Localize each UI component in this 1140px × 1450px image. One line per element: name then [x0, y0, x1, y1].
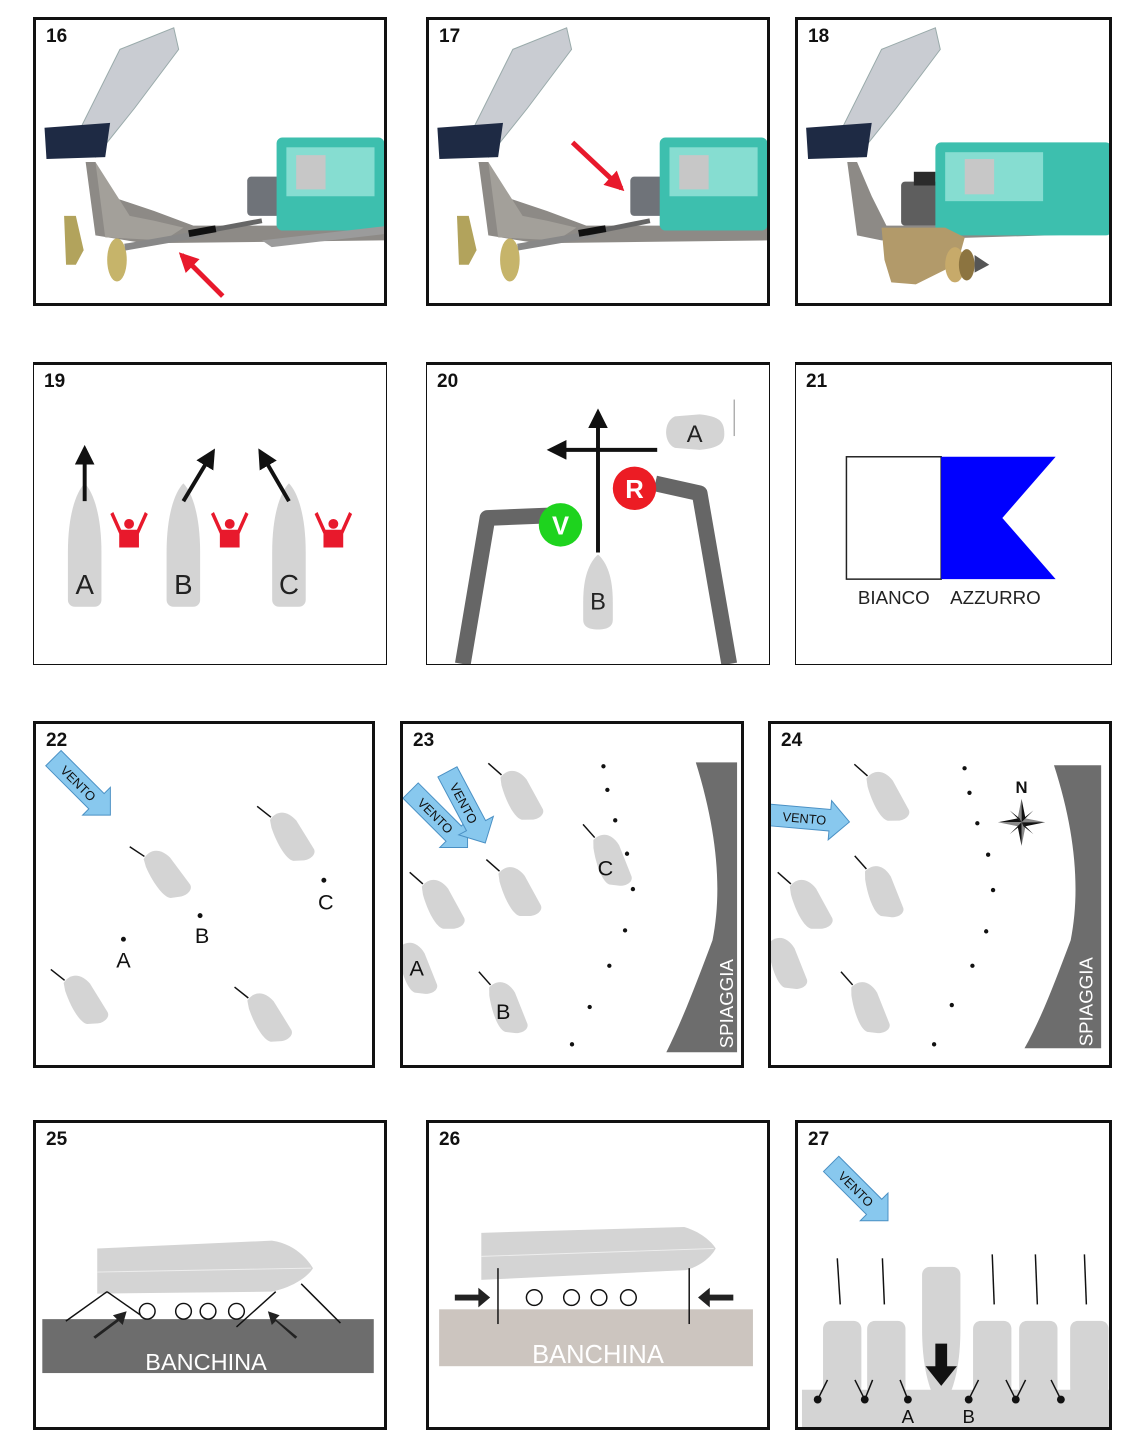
panel-number: 20: [437, 371, 458, 393]
panel-25: 25 BANCHINA: [33, 1120, 387, 1430]
beach-label: SPIAGGIA: [716, 959, 737, 1049]
boat-label: A: [75, 569, 94, 600]
anchored-boat: [771, 919, 809, 995]
flag-blue-half: [941, 457, 1055, 579]
panel-16: 16: [33, 17, 387, 306]
anchorage-diagram: VENTO A B C: [36, 724, 372, 1065]
panel-20: 20 A B V R: [426, 362, 770, 665]
panel-number: 21: [806, 371, 827, 393]
flag-white-half: [846, 457, 941, 579]
panel-number: 19: [44, 371, 65, 393]
wind-arrow: VENTO: [771, 795, 851, 841]
green-light-label: V: [552, 513, 569, 541]
beach-label: SPIAGGIA: [1075, 957, 1096, 1047]
panel-number: 17: [439, 26, 460, 48]
boat-side-view: [97, 1241, 313, 1294]
anchored-boat: [410, 860, 467, 937]
panel-number: 23: [413, 730, 434, 752]
anchored-boat: [778, 860, 835, 937]
svg-text:N: N: [1016, 778, 1028, 797]
anchored-boat: [51, 955, 111, 1032]
anchored-boat: [854, 752, 911, 829]
wind-arrow: VENTO: [40, 744, 125, 829]
wind-arrow: VENTO: [817, 1150, 902, 1235]
anchorage-beach-diagram: VENTO VENTO SPIAGGIA A B C: [403, 724, 741, 1065]
red-light-label: R: [625, 476, 644, 504]
point-label: C: [318, 890, 334, 915]
anchored-boat: [130, 830, 194, 907]
point-label: B: [195, 923, 209, 948]
fender: [139, 1303, 244, 1319]
panel-21: 21 BIANCO AZZURRO: [795, 362, 1112, 665]
quay-label: BANCHINA: [145, 1349, 267, 1375]
panel-number: 25: [46, 1129, 67, 1151]
mooring-quay-diagram: BANCHINA: [36, 1123, 384, 1427]
anchored-boat: [855, 847, 905, 923]
flag-label-blue: AZZURRO: [950, 587, 1041, 608]
fender: [526, 1290, 636, 1306]
boat-label: A: [687, 422, 703, 448]
sterndrive-illustration: [36, 20, 384, 303]
point-label: A: [902, 1406, 915, 1427]
sterndrive-illustration: [429, 20, 767, 303]
boat-label: B: [174, 569, 192, 600]
boat-label: C: [279, 569, 299, 600]
boat-label: B: [496, 999, 510, 1024]
anchored-boat: [257, 792, 317, 869]
sterndrive-illustration: [798, 20, 1109, 303]
panel-24: 24 VENTO SPIAGGIA N: [768, 721, 1112, 1068]
flag-label-white: BIANCO: [858, 587, 930, 608]
point-label: A: [116, 948, 131, 973]
panel-17: 17: [426, 17, 770, 306]
compass-rose-icon: N: [998, 778, 1045, 846]
boat-label: C: [598, 855, 614, 880]
anchorage-beach-diagram: VENTO SPIAGGIA N: [771, 724, 1109, 1065]
panel-number: 22: [46, 730, 67, 752]
navigation-channel-diagram: A B V R: [427, 365, 769, 664]
anchored-boat: [486, 847, 543, 924]
quay-label: BANCHINA: [532, 1341, 664, 1369]
panel-number: 24: [781, 730, 802, 752]
mooring-quay-diagram: BANCHINA: [429, 1123, 767, 1427]
anchored-boat: [488, 751, 545, 828]
panel-27: 27 VENTO A B: [795, 1120, 1112, 1430]
panel-number: 18: [808, 26, 829, 48]
panel-22: 22 VENTO A B C: [33, 721, 375, 1068]
boat-side-view: [481, 1227, 715, 1280]
panel-number: 26: [439, 1129, 460, 1151]
anchored-boat: [235, 973, 295, 1050]
boat-label: B: [590, 590, 606, 616]
panel-23: 23 VENTO VENTO SPIAGGIA A B C: [400, 721, 744, 1068]
panel-19: 19 A B C: [33, 362, 387, 665]
man-overboard-diagram: A B C: [34, 365, 386, 664]
person-overboard-icon: [110, 512, 352, 548]
panel-18: 18: [795, 17, 1112, 306]
panel-number: 27: [808, 1129, 829, 1151]
panel-26: 26 BANCHINA: [426, 1120, 770, 1430]
stern-to-mooring-diagram: VENTO A B: [798, 1123, 1109, 1427]
boat-label: A: [410, 956, 425, 981]
anchored-boat: [841, 963, 891, 1039]
panel-number: 16: [46, 26, 67, 48]
point-label: B: [962, 1406, 974, 1427]
alpha-flag: BIANCO AZZURRO: [796, 365, 1111, 664]
